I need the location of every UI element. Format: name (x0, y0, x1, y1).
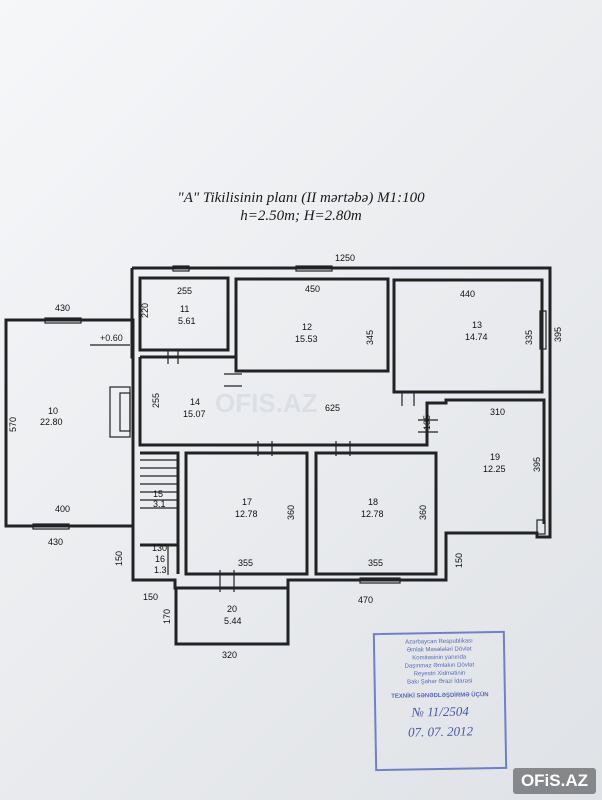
room-18-walls (314, 451, 438, 576)
svg-text:360: 360 (418, 505, 428, 520)
room-area: 3.1 (153, 499, 166, 509)
room-number: 13 (472, 320, 482, 330)
svg-text:255: 255 (177, 286, 192, 296)
svg-text:1250: 1250 (335, 253, 355, 263)
stamp-number: № 11/2504 (411, 703, 469, 720)
svg-text:320: 320 (222, 650, 237, 660)
svg-text:220: 220 (140, 303, 150, 318)
room-area: 14.74 (465, 332, 488, 342)
dimension-labels: 1250 430 255 450 440 220 345 335 395 570… (8, 253, 563, 660)
room-area: 5.61 (178, 316, 196, 326)
svg-text:360: 360 (286, 505, 296, 520)
room-area: 12.25 (483, 464, 506, 474)
svg-text:440: 440 (460, 289, 475, 299)
room-number: 19 (490, 452, 500, 462)
room-area: 5.44 (224, 616, 242, 626)
svg-text:430: 430 (55, 303, 70, 313)
room-20-walls (174, 586, 290, 646)
svg-text:395: 395 (532, 457, 542, 472)
svg-text:430: 430 (48, 537, 63, 547)
plan-subtitle: h=2.50m; H=2.80m (240, 208, 362, 224)
svg-text:310: 310 (490, 407, 505, 417)
room-number: 17 (242, 497, 252, 507)
room-11-walls (138, 276, 230, 352)
room-10-walls (4, 318, 135, 528)
level-mark: +0.60 (100, 333, 123, 343)
ofis-logo: OFiS.AZ (512, 768, 596, 794)
stamp-heading: TEXNİKİ SƏNƏDLƏŞDİRMƏ ÜÇÜN (391, 692, 489, 700)
svg-text:130: 130 (152, 543, 167, 553)
plan-title: "A" Tikilisinin planı (II mərtəbə) M1:10… (177, 190, 425, 206)
svg-text:355: 355 (368, 558, 383, 568)
svg-text:170: 170 (162, 609, 172, 624)
svg-text:395: 395 (553, 327, 563, 342)
svg-text:570: 570 (8, 417, 18, 432)
room-13-walls (392, 278, 544, 394)
svg-text:135: 135 (422, 415, 432, 430)
room-area: 1.3 (154, 565, 167, 575)
svg-text:400: 400 (55, 504, 70, 514)
room-number: 20 (227, 604, 237, 614)
svg-text:345: 345 (365, 330, 375, 345)
room-number: 18 (368, 497, 378, 507)
room-area: 12.78 (361, 509, 384, 519)
room-number: 14 (190, 397, 200, 407)
svg-text:335: 335 (524, 330, 534, 345)
room-area: 22.80 (40, 417, 63, 427)
room-12-walls (234, 277, 390, 373)
svg-text:355: 355 (238, 558, 253, 568)
room-number: 16 (155, 554, 165, 564)
room-number: 15 (153, 489, 163, 499)
room-number: 12 (302, 322, 312, 332)
room-number: 10 (48, 406, 58, 416)
registry-stamp: Azərbaycan Respublikası Əmlak Məsələləri… (372, 630, 508, 772)
svg-text:470: 470 (358, 595, 373, 605)
room-number: 11 (180, 304, 189, 314)
room-area: 12.78 (235, 509, 258, 519)
room-area: 15.07 (183, 409, 206, 419)
svg-text:150: 150 (454, 553, 464, 568)
svg-text:625: 625 (325, 403, 340, 413)
room-labels: 10 22.80 11 5.61 12 15.53 13 14.74 14 15… (40, 304, 506, 626)
svg-text:150: 150 (143, 592, 158, 602)
stamp-date: 07. 07. 2012 (407, 723, 474, 740)
svg-text:450: 450 (305, 284, 320, 294)
watermark-text: OFIS.AZ (215, 388, 318, 418)
stair-steps (140, 459, 178, 509)
svg-text:255: 255 (151, 393, 161, 408)
svg-text:150: 150 (114, 551, 124, 566)
stair-wall (140, 451, 180, 574)
room-14-walls (138, 357, 546, 524)
window-marks (32, 265, 547, 592)
room-area: 15.53 (295, 334, 318, 344)
room-17-walls (184, 451, 309, 576)
